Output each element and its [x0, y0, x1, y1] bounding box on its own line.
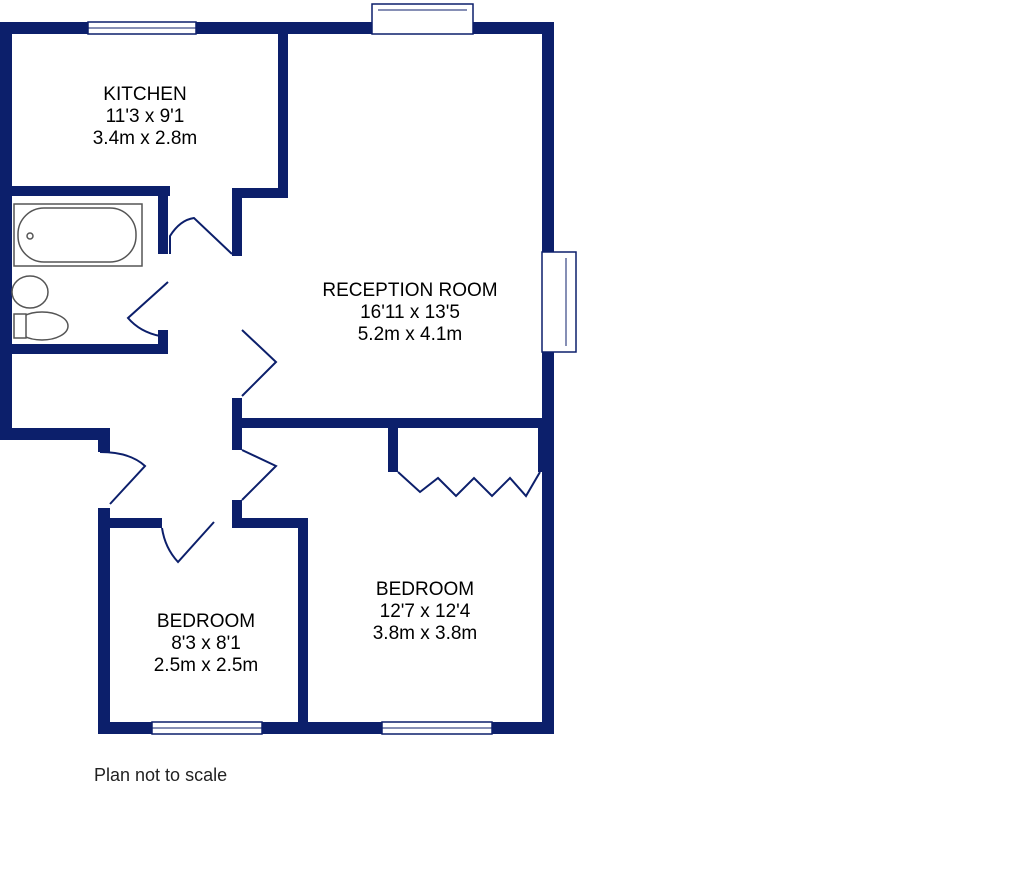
wall-top-right [473, 22, 554, 34]
wall-left-upper [0, 22, 12, 437]
doors [99, 216, 541, 564]
window-reception-top [371, 3, 474, 35]
wall-small-bedroom-top-left [98, 518, 162, 528]
wall-reception-bottom [232, 418, 554, 428]
bedroom-large-name: BEDROOM [375, 579, 475, 600]
wall-kitchen-right [278, 34, 288, 194]
bedroom-large-metric: 3.8m x 3.8m [372, 623, 478, 644]
wall-hall-right-lower [232, 428, 242, 450]
sink [11, 275, 49, 309]
room-label-bedroom-small: BEDROOM 8'3 x 8'1 2.5m x 2.5m [136, 611, 276, 677]
bath-drain [26, 232, 34, 240]
bedroom-small-name: BEDROOM [156, 611, 256, 632]
windows [87, 3, 577, 735]
door-small-bedroom [161, 521, 215, 564]
wall-small-bedroom-left [98, 508, 110, 734]
wall-bathroom-right-bottom [158, 330, 168, 354]
wall-wardrobe-right [538, 428, 544, 472]
bedroom-small-metric: 2.5m x 2.5m [153, 655, 259, 676]
wall-small-bedroom-top-right [232, 518, 308, 528]
door-kitchen [169, 216, 233, 255]
scale-note: Plan not to scale [94, 765, 228, 785]
bathroom-fixtures [11, 203, 143, 341]
bathtub-basin [17, 207, 137, 263]
wall-between-bedrooms [298, 518, 308, 728]
reception-name: RECEPTION ROOM [322, 280, 498, 301]
door-reception [241, 329, 278, 397]
toilet-cistern [13, 313, 27, 339]
kitchen-metric: 3.4m x 2.8m [92, 128, 198, 149]
bedroom-large-imperial: 12'7 x 12'4 [379, 601, 471, 622]
reception-metric: 5.2m x 4.1m [357, 324, 463, 345]
wall-left-lower [0, 428, 110, 440]
room-label-bedroom-large: BEDROOM 12'7 x 12'4 3.8m x 3.8m [355, 579, 495, 645]
wall-bathroom-bottom [12, 344, 168, 354]
door-bathroom [126, 281, 169, 337]
wall-wardrobe-left [388, 428, 398, 472]
kitchen-name: KITCHEN [103, 84, 187, 105]
wall-kitchen-bottom-left [12, 186, 170, 196]
wall-right-middle [542, 352, 554, 734]
wall-reception-left-top [232, 188, 242, 256]
wall-bathroom-right-top [158, 196, 168, 254]
wardrobe-doors [397, 471, 541, 498]
wall-left-notch [98, 428, 110, 452]
wall-hall-right-bottom [232, 500, 242, 526]
room-label-kitchen: KITCHEN 11'3 x 9'1 3.4m x 2.8m [80, 84, 210, 150]
door-large-bedroom [241, 449, 278, 501]
door-hall-left [99, 451, 147, 505]
window-reception-right [541, 251, 577, 353]
reception-imperial: 16'11 x 13'5 [360, 302, 460, 323]
wall-kitchen-bottom-right [236, 188, 288, 198]
room-label-reception: RECEPTION ROOM 16'11 x 13'5 5.2m x 4.1m [300, 280, 520, 346]
wall-right-upper [542, 22, 554, 252]
kitchen-imperial: 11'3 x 9'1 [105, 106, 185, 127]
bedroom-small-imperial: 8'3 x 8'1 [171, 633, 241, 654]
wall-reception-left-bottom [232, 398, 242, 426]
